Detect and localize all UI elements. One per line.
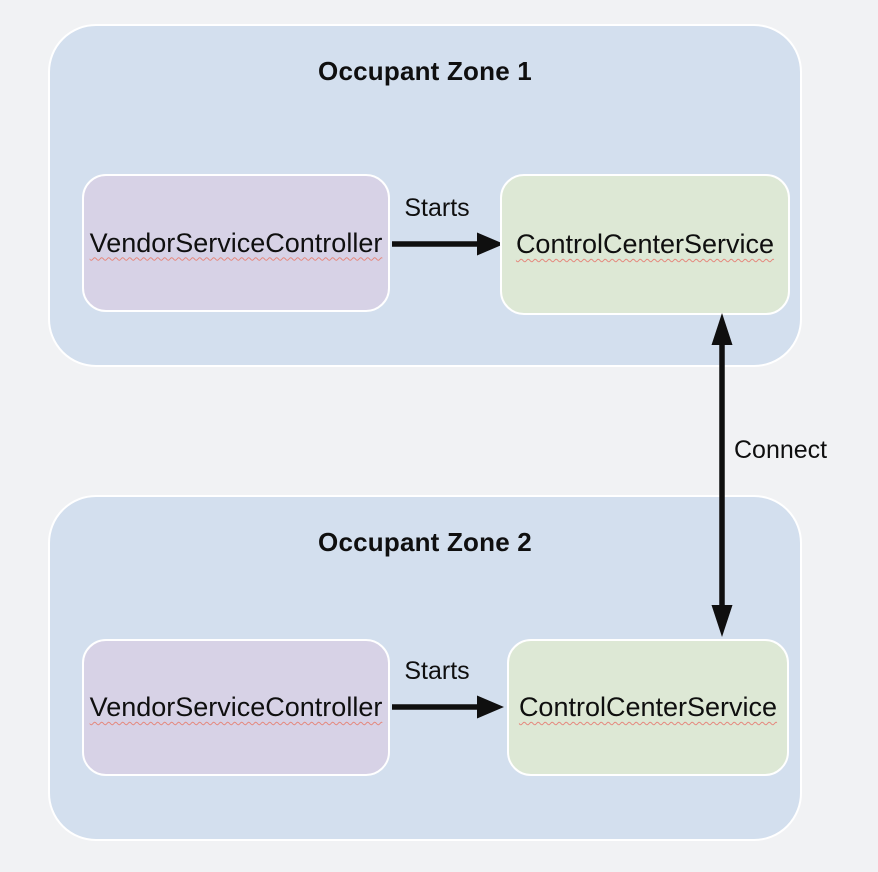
- zone-1-starts-edge-label: Starts: [404, 194, 470, 222]
- zone-1-title: Occupant Zone 1: [318, 56, 532, 86]
- zone-1-vendor-service-controller-node: VendorServiceController: [82, 174, 390, 312]
- connect-double-arrow: [711, 313, 733, 637]
- occupant-zone-1: Occupant Zone 1 VendorServiceController …: [48, 24, 802, 367]
- zone-2-vendor-node-label: VendorServiceController: [89, 692, 383, 722]
- zone-1-starts-arrow: [392, 232, 504, 256]
- connect-edge-label: Connect: [734, 436, 828, 464]
- zone-2-vendor-service-controller-node: VendorServiceController: [82, 639, 390, 776]
- zone-1-control-node-label: ControlCenterService: [515, 229, 775, 259]
- zone-1-control-center-service-node: ControlCenterService: [500, 174, 790, 315]
- zone-2-starts-arrow: [392, 695, 504, 719]
- zone-2-control-center-service-node: ControlCenterService: [507, 639, 789, 776]
- occupant-zone-2: Occupant Zone 2 VendorServiceController …: [48, 495, 802, 841]
- zone-1-vendor-node-label: VendorServiceController: [89, 227, 383, 258]
- zone-2-control-node-label: ControlCenterService: [518, 692, 778, 722]
- zone-2-title: Occupant Zone 2: [318, 527, 532, 557]
- zone-2-starts-edge-label: Starts: [404, 657, 470, 685]
